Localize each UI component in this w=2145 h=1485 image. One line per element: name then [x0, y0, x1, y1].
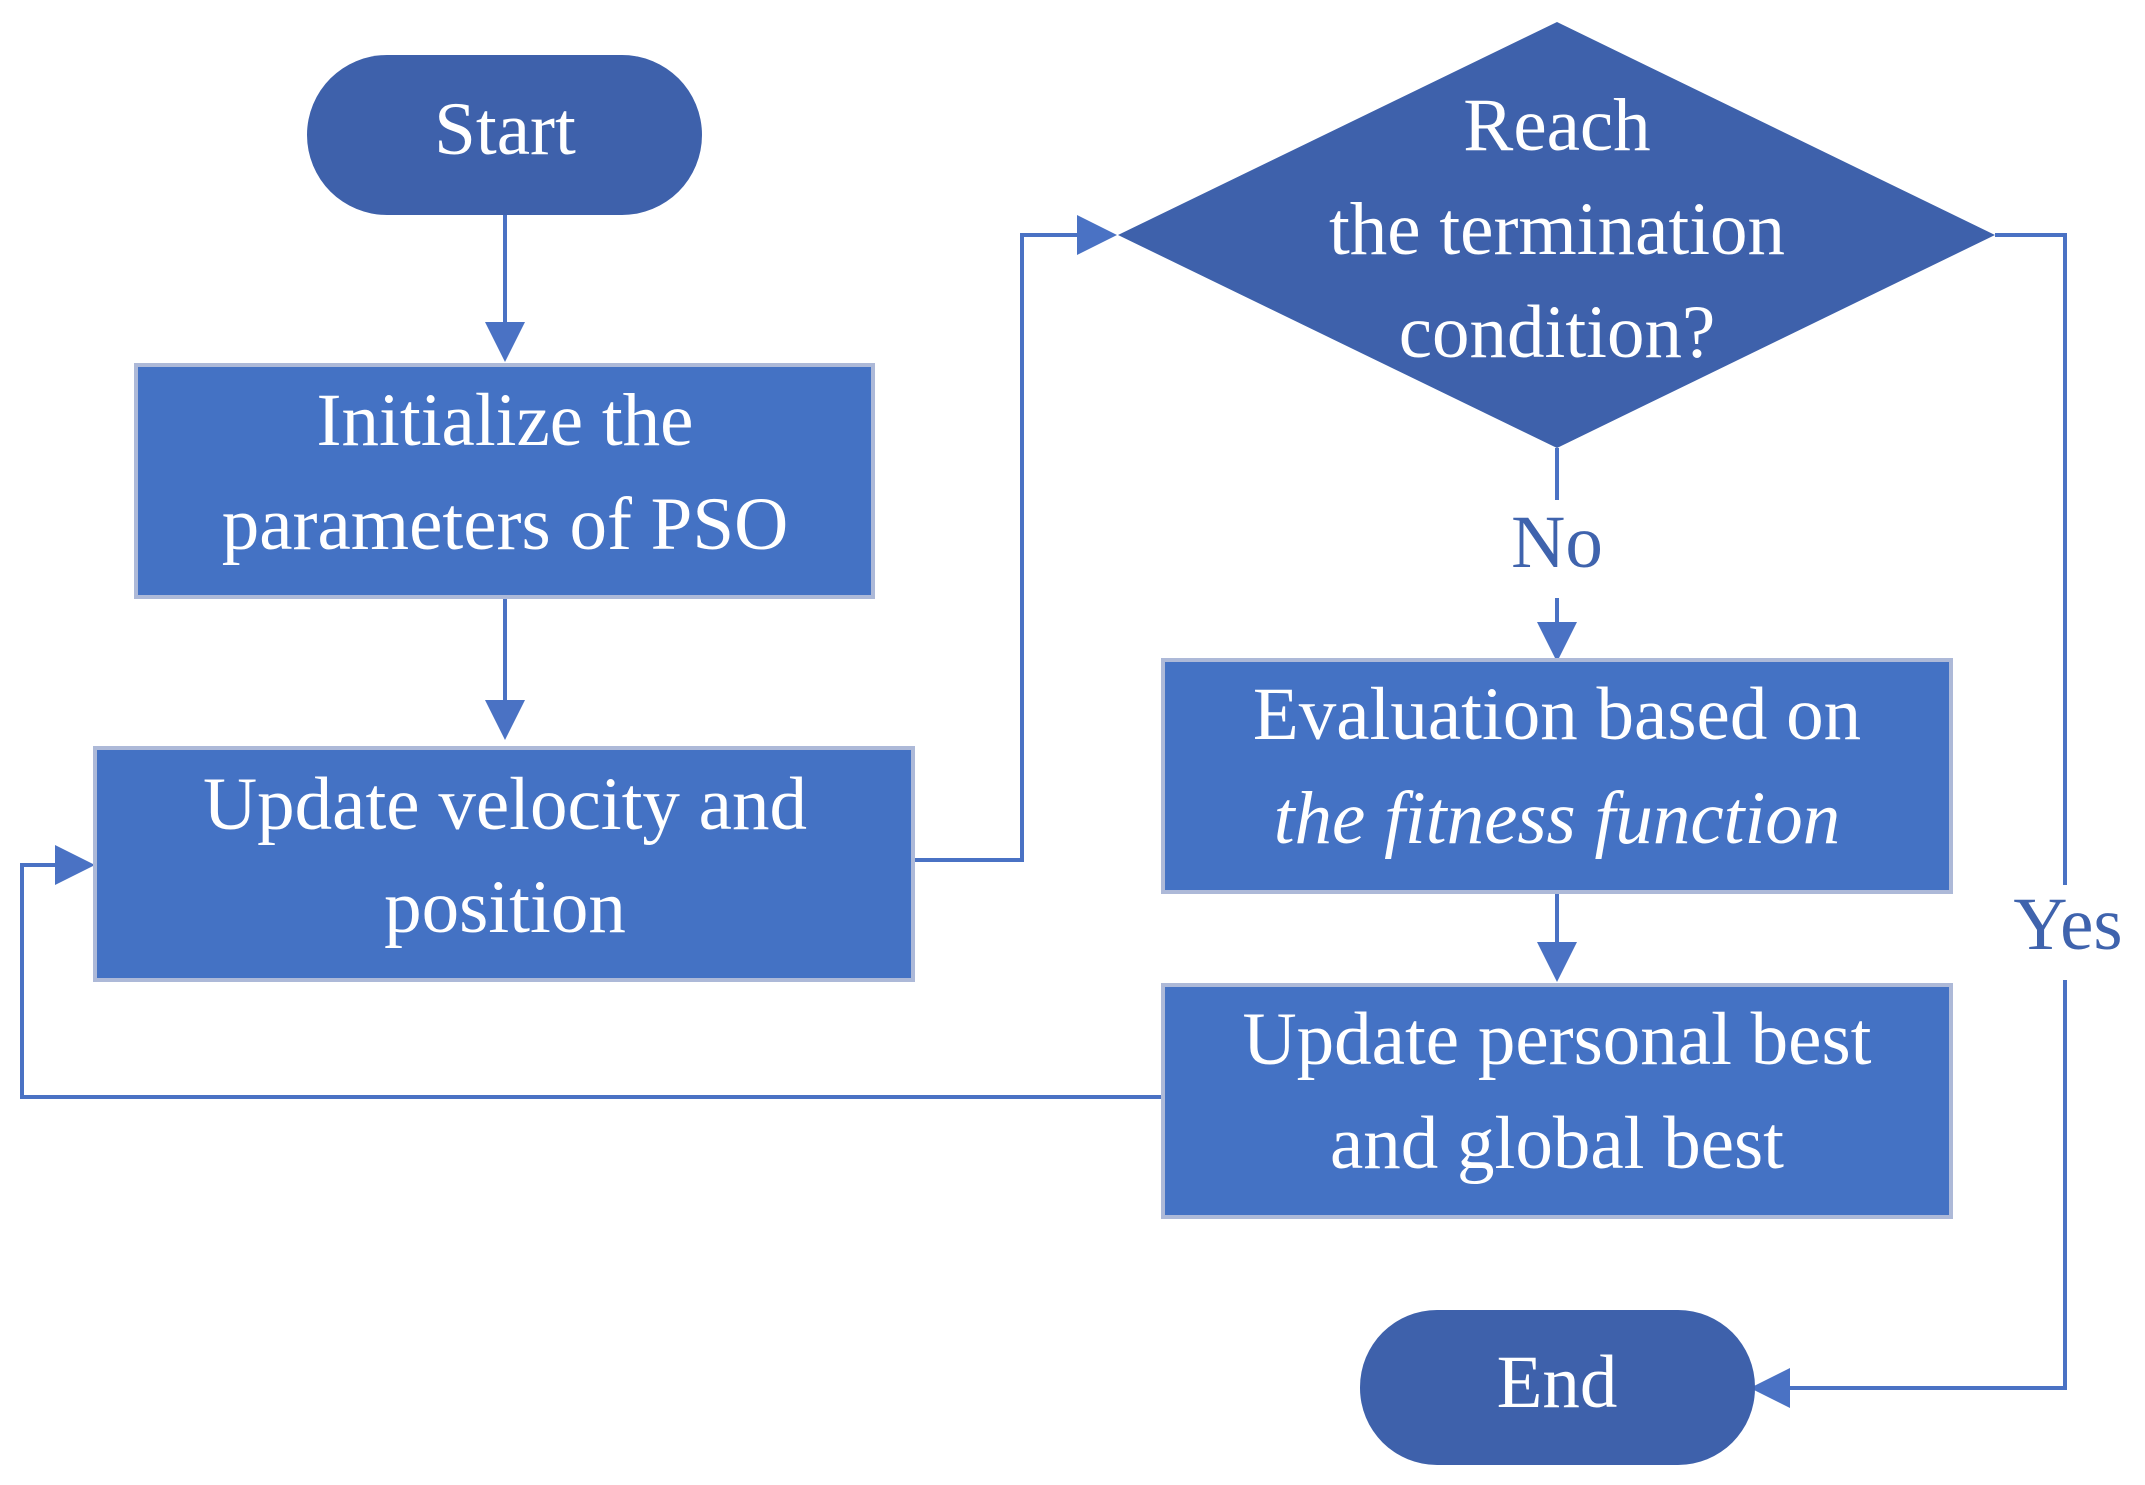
- decision-label-line1: Reach: [1463, 84, 1650, 167]
- connector-yes-top: [1995, 233, 2067, 885]
- start-node: Start: [307, 55, 702, 215]
- update-best-label-line1: Update personal best: [1243, 998, 1872, 1081]
- evaluation-label-line1: Evaluation based on: [1253, 673, 1861, 756]
- update-velocity-node: Update velocity and position: [93, 746, 915, 982]
- end-label: End: [1497, 1341, 1618, 1424]
- arrowhead-best: [1537, 942, 1577, 982]
- end-node: End: [1360, 1310, 1755, 1465]
- arrowhead-end: [1750, 1368, 1790, 1408]
- arrowhead-loop-back: [55, 845, 95, 885]
- arrowhead-update: [485, 700, 525, 740]
- initialize-label-line1: Initialize the: [317, 379, 694, 462]
- decision-node: Reach the termination condition?: [1118, 22, 1995, 448]
- decision-label-line3: condition?: [1399, 291, 1716, 374]
- start-label: Start: [434, 88, 576, 171]
- no-label: No: [1511, 501, 1603, 584]
- connector-yes-bottom: [1782, 980, 2067, 1390]
- connectors: [20, 215, 2067, 1408]
- connector-update-to-decision: [914, 233, 1085, 862]
- decision-label-line2: the termination: [1329, 188, 1785, 271]
- evaluation-node: Evaluation based on the fitness function: [1161, 658, 1953, 894]
- update-velocity-label-line2: position: [384, 866, 626, 949]
- evaluation-label-line2: the fitness function: [1274, 777, 1841, 860]
- update-velocity-label-line1: Update velocity and: [203, 763, 807, 846]
- arrowhead-decision: [1077, 215, 1117, 255]
- arrowhead-init: [485, 322, 525, 362]
- arrowhead-eval: [1537, 622, 1577, 662]
- yes-label: Yes: [2013, 883, 2122, 966]
- initialize-node: Initialize the parameters of PSO: [134, 363, 875, 599]
- initialize-label-line2: parameters of PSO: [222, 483, 789, 566]
- update-best-node: Update personal best and global best: [1161, 983, 1953, 1219]
- update-best-label-line2: and global best: [1330, 1102, 1784, 1185]
- connector-loop-back: [20, 863, 1163, 1099]
